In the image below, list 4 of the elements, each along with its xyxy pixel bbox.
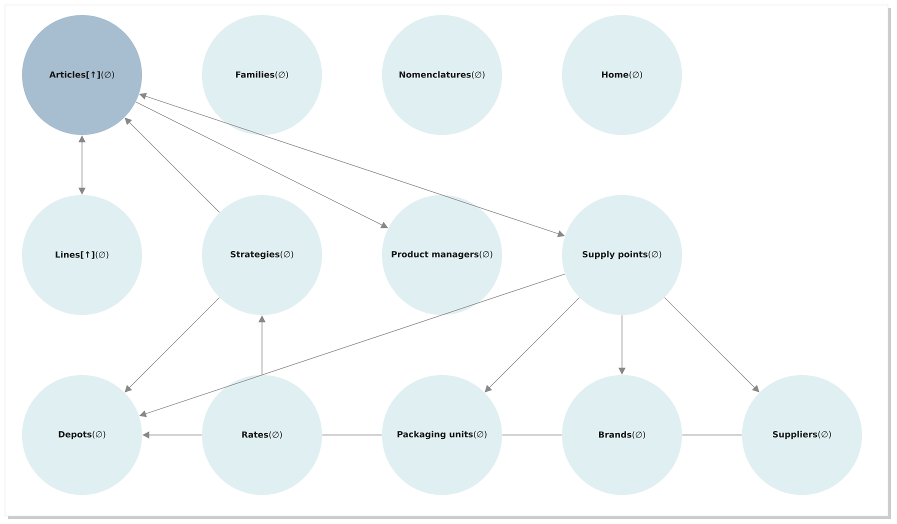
- arrow: [124, 118, 220, 213]
- arrow: [664, 297, 760, 392]
- arrow: [484, 297, 580, 392]
- arrow: [124, 297, 220, 392]
